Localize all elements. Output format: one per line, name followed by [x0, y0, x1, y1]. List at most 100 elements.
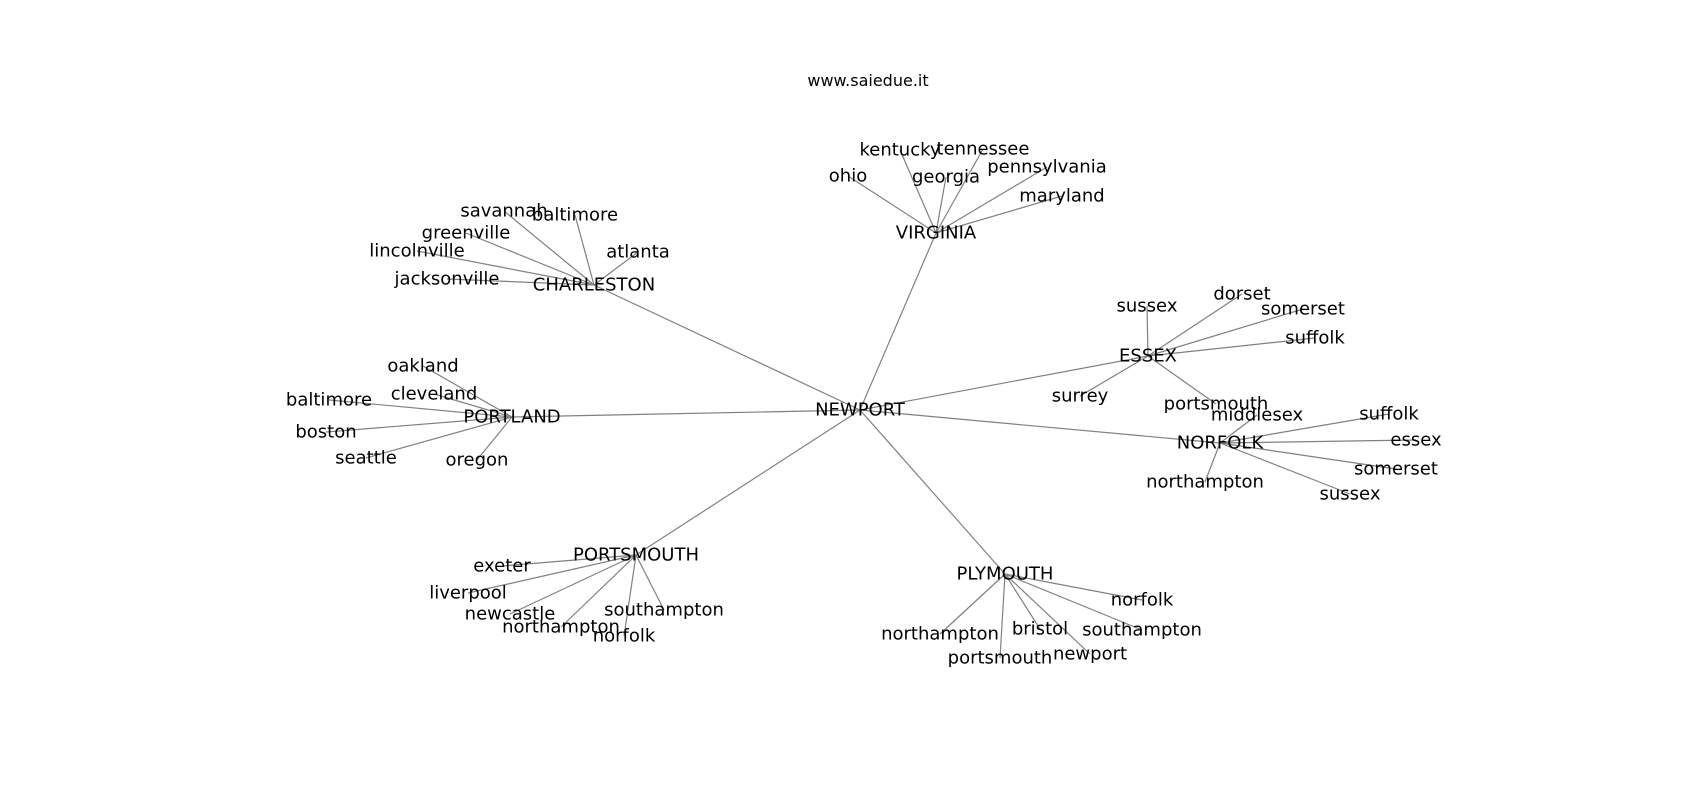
leaf-node-label-portland-oregon: oregon [446, 450, 509, 471]
edge-essex-surrey [1079, 355, 1149, 397]
hub-node-label-charleston: CHARLESTON [533, 275, 655, 296]
leaf-node-label-plymouth-newport: newport [1053, 644, 1127, 665]
leaf-node-label-virginia-tennessee: tennessee [937, 139, 1030, 160]
leaf-node-label-charleston-lincolnville: lincolnville [369, 241, 464, 262]
leaf-node-label-essex-somerset: somerset [1261, 299, 1345, 320]
leaf-node-label-essex-surrey: surrey [1052, 386, 1109, 407]
edge-norfolk-northampton [1204, 442, 1221, 483]
leaf-node-label-portsmouth-liverpool: liverpool [429, 583, 507, 604]
labels-layer: NEWPORTVIRGINIAohiokentuckygeorgiatennes… [286, 139, 1442, 669]
edge-virginia-tennessee [935, 148, 984, 234]
hub-node-label-essex: ESSEX [1119, 346, 1177, 367]
leaf-node-label-plymouth-norfolk: norfolk [1111, 590, 1174, 611]
leaf-node-label-virginia-kentucky: kentucky [859, 140, 940, 161]
leaf-node-label-charleston-greenville: greenville [422, 223, 511, 244]
leaf-node-label-portland-oakland: oakland [387, 356, 458, 377]
leaf-node-label-essex-portsmouth: portsmouth [1164, 394, 1269, 415]
edge-charleston-savannah [503, 210, 595, 286]
hub-node-label-norfolk: NORFOLK [1177, 433, 1265, 454]
edge-root-charleston [593, 284, 861, 411]
edge-portsmouth-southampton [635, 554, 665, 611]
leaf-node-label-charleston-atlanta: atlanta [606, 242, 670, 263]
edge-charleston-lincolnville [416, 250, 595, 286]
edge-portland-baltimore [328, 399, 513, 418]
leaf-node-label-norfolk-suffolk: suffolk [1359, 404, 1419, 425]
leaf-node-label-portsmouth-southampton: southampton [604, 600, 724, 621]
edge-virginia-kentucky [899, 149, 937, 234]
leaf-node-label-portsmouth-northampton: northampton [502, 617, 620, 638]
edge-portland-seattle [365, 416, 513, 459]
leaf-node-label-portland-cleveland: cleveland [391, 384, 478, 405]
edge-virginia-georgia [935, 176, 947, 234]
edge-essex-suffolk [1147, 337, 1316, 357]
edge-root-plymouth [859, 409, 1006, 575]
leaf-node-label-portland-baltimore: baltimore [286, 390, 372, 411]
leaf-node-label-plymouth-northampton: northampton [881, 624, 999, 645]
edge-norfolk-sussex [1219, 442, 1351, 495]
edge-norfolk-suffolk [1219, 413, 1390, 444]
leaf-node-label-plymouth-southampton: southampton [1082, 620, 1202, 641]
edge-portland-oregon [476, 416, 513, 461]
leaf-node-label-virginia-pennsylvania: pennsylvania [987, 157, 1106, 178]
leaf-node-label-portsmouth-exeter: exeter [473, 556, 531, 577]
edge-charleston-baltimore [574, 214, 595, 286]
edge-root-virginia [859, 232, 937, 411]
edge-plymouth-portsmouth [999, 573, 1006, 659]
edge-portland-boston [325, 416, 513, 433]
edge-charleston-jacksonville [446, 278, 595, 286]
leaf-node-label-portsmouth-norfolk: norfolk [593, 626, 656, 647]
leaf-node-label-norfolk-essex: essex [1390, 430, 1442, 451]
edge-essex-portsmouth [1147, 355, 1217, 405]
leaf-node-label-plymouth-portsmouth: portsmouth [948, 648, 1053, 669]
edge-plymouth-southampton [1004, 573, 1143, 631]
leaf-node-label-norfolk-northampton: northampton [1146, 472, 1264, 493]
watermark-text: www.saiedue.it [807, 71, 929, 90]
edge-root-essex [859, 355, 1149, 411]
leaf-node-label-essex-dorset: dorset [1213, 284, 1270, 305]
leaf-node-label-essex-suffolk: suffolk [1285, 328, 1345, 349]
edge-portland-oakland [422, 365, 513, 418]
leaf-node-label-portsmouth-newcastle: newcastle [465, 604, 556, 625]
leaf-node-label-charleston-baltimore: baltimore [532, 205, 618, 226]
hub-node-label-portsmouth: PORTSMOUTH [573, 545, 699, 566]
edge-root-portland [511, 409, 861, 418]
hub-node-label-virginia: VIRGINIA [896, 223, 977, 244]
edge-portland-cleveland [433, 393, 513, 418]
edge-essex-somerset [1147, 308, 1304, 357]
leaf-node-label-norfolk-middlesex: middlesex [1211, 405, 1304, 426]
edge-charleston-greenville [465, 232, 595, 286]
edge-charleston-atlanta [593, 251, 639, 286]
leaf-node-label-charleston-jacksonville: jacksonville [394, 269, 500, 290]
edge-portsmouth-northampton [560, 554, 637, 628]
edge-portsmouth-newcastle [509, 554, 637, 615]
leaf-node-label-portland-seattle: seattle [335, 448, 397, 469]
edge-norfolk-essex [1219, 439, 1417, 444]
hub-node-label-plymouth: PLYMOUTH [957, 564, 1054, 585]
edge-norfolk-middlesex [1219, 414, 1258, 444]
leaf-node-label-essex-sussex: sussex [1117, 296, 1178, 317]
leaf-node-label-norfolk-sussex: sussex [1320, 484, 1381, 505]
leaf-node-label-plymouth-bristol: bristol [1012, 619, 1068, 640]
root-node-label: NEWPORT [815, 400, 906, 421]
edge-plymouth-newport [1004, 573, 1091, 655]
leaf-node-label-portland-boston: boston [295, 422, 356, 443]
leaf-node-label-charleston-savannah: savannah [460, 201, 547, 222]
edge-portsmouth-norfolk [623, 554, 637, 637]
edge-essex-sussex [1146, 305, 1149, 357]
edge-root-portsmouth [635, 409, 861, 556]
edge-virginia-maryland [935, 195, 1063, 234]
edge-root-norfolk [859, 409, 1221, 444]
leaf-node-label-virginia-maryland: maryland [1019, 186, 1104, 207]
edge-essex-dorset [1147, 293, 1243, 357]
leaf-node-label-virginia-georgia: georgia [912, 167, 980, 188]
edge-norfolk-somerset [1219, 442, 1397, 470]
edge-virginia-pennsylvania [935, 166, 1048, 234]
leaf-node-label-norfolk-somerset: somerset [1354, 459, 1438, 480]
edge-portsmouth-exeter [501, 554, 637, 567]
edge-plymouth-norfolk [1004, 573, 1143, 601]
edge-plymouth-bristol [1004, 573, 1041, 630]
hub-node-label-portland: PORTLAND [463, 407, 560, 428]
edge-virginia-ohio [847, 175, 937, 234]
edges-layer [325, 148, 1417, 659]
